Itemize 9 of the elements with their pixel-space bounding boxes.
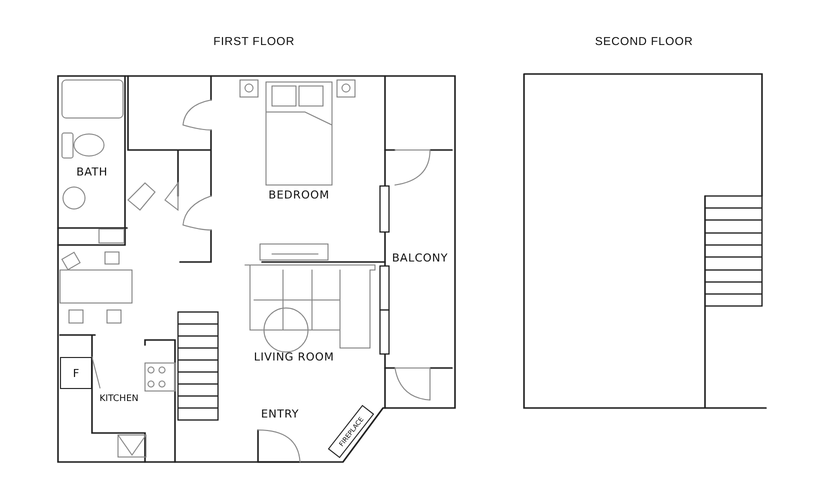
floor-title: SECOND FLOOR: [595, 36, 693, 48]
room-label: LIVING ROOM: [254, 350, 334, 364]
room-label: ENTRY: [260, 408, 300, 420]
room-label: BALCONY: [392, 252, 448, 264]
fridge-box: F: [60, 357, 92, 389]
floor-title: FIRST FLOOR: [213, 36, 295, 48]
room-label: KITCHEN: [100, 394, 138, 404]
room-label: BATH: [76, 166, 108, 178]
room-label: BEDROOM: [268, 188, 330, 202]
